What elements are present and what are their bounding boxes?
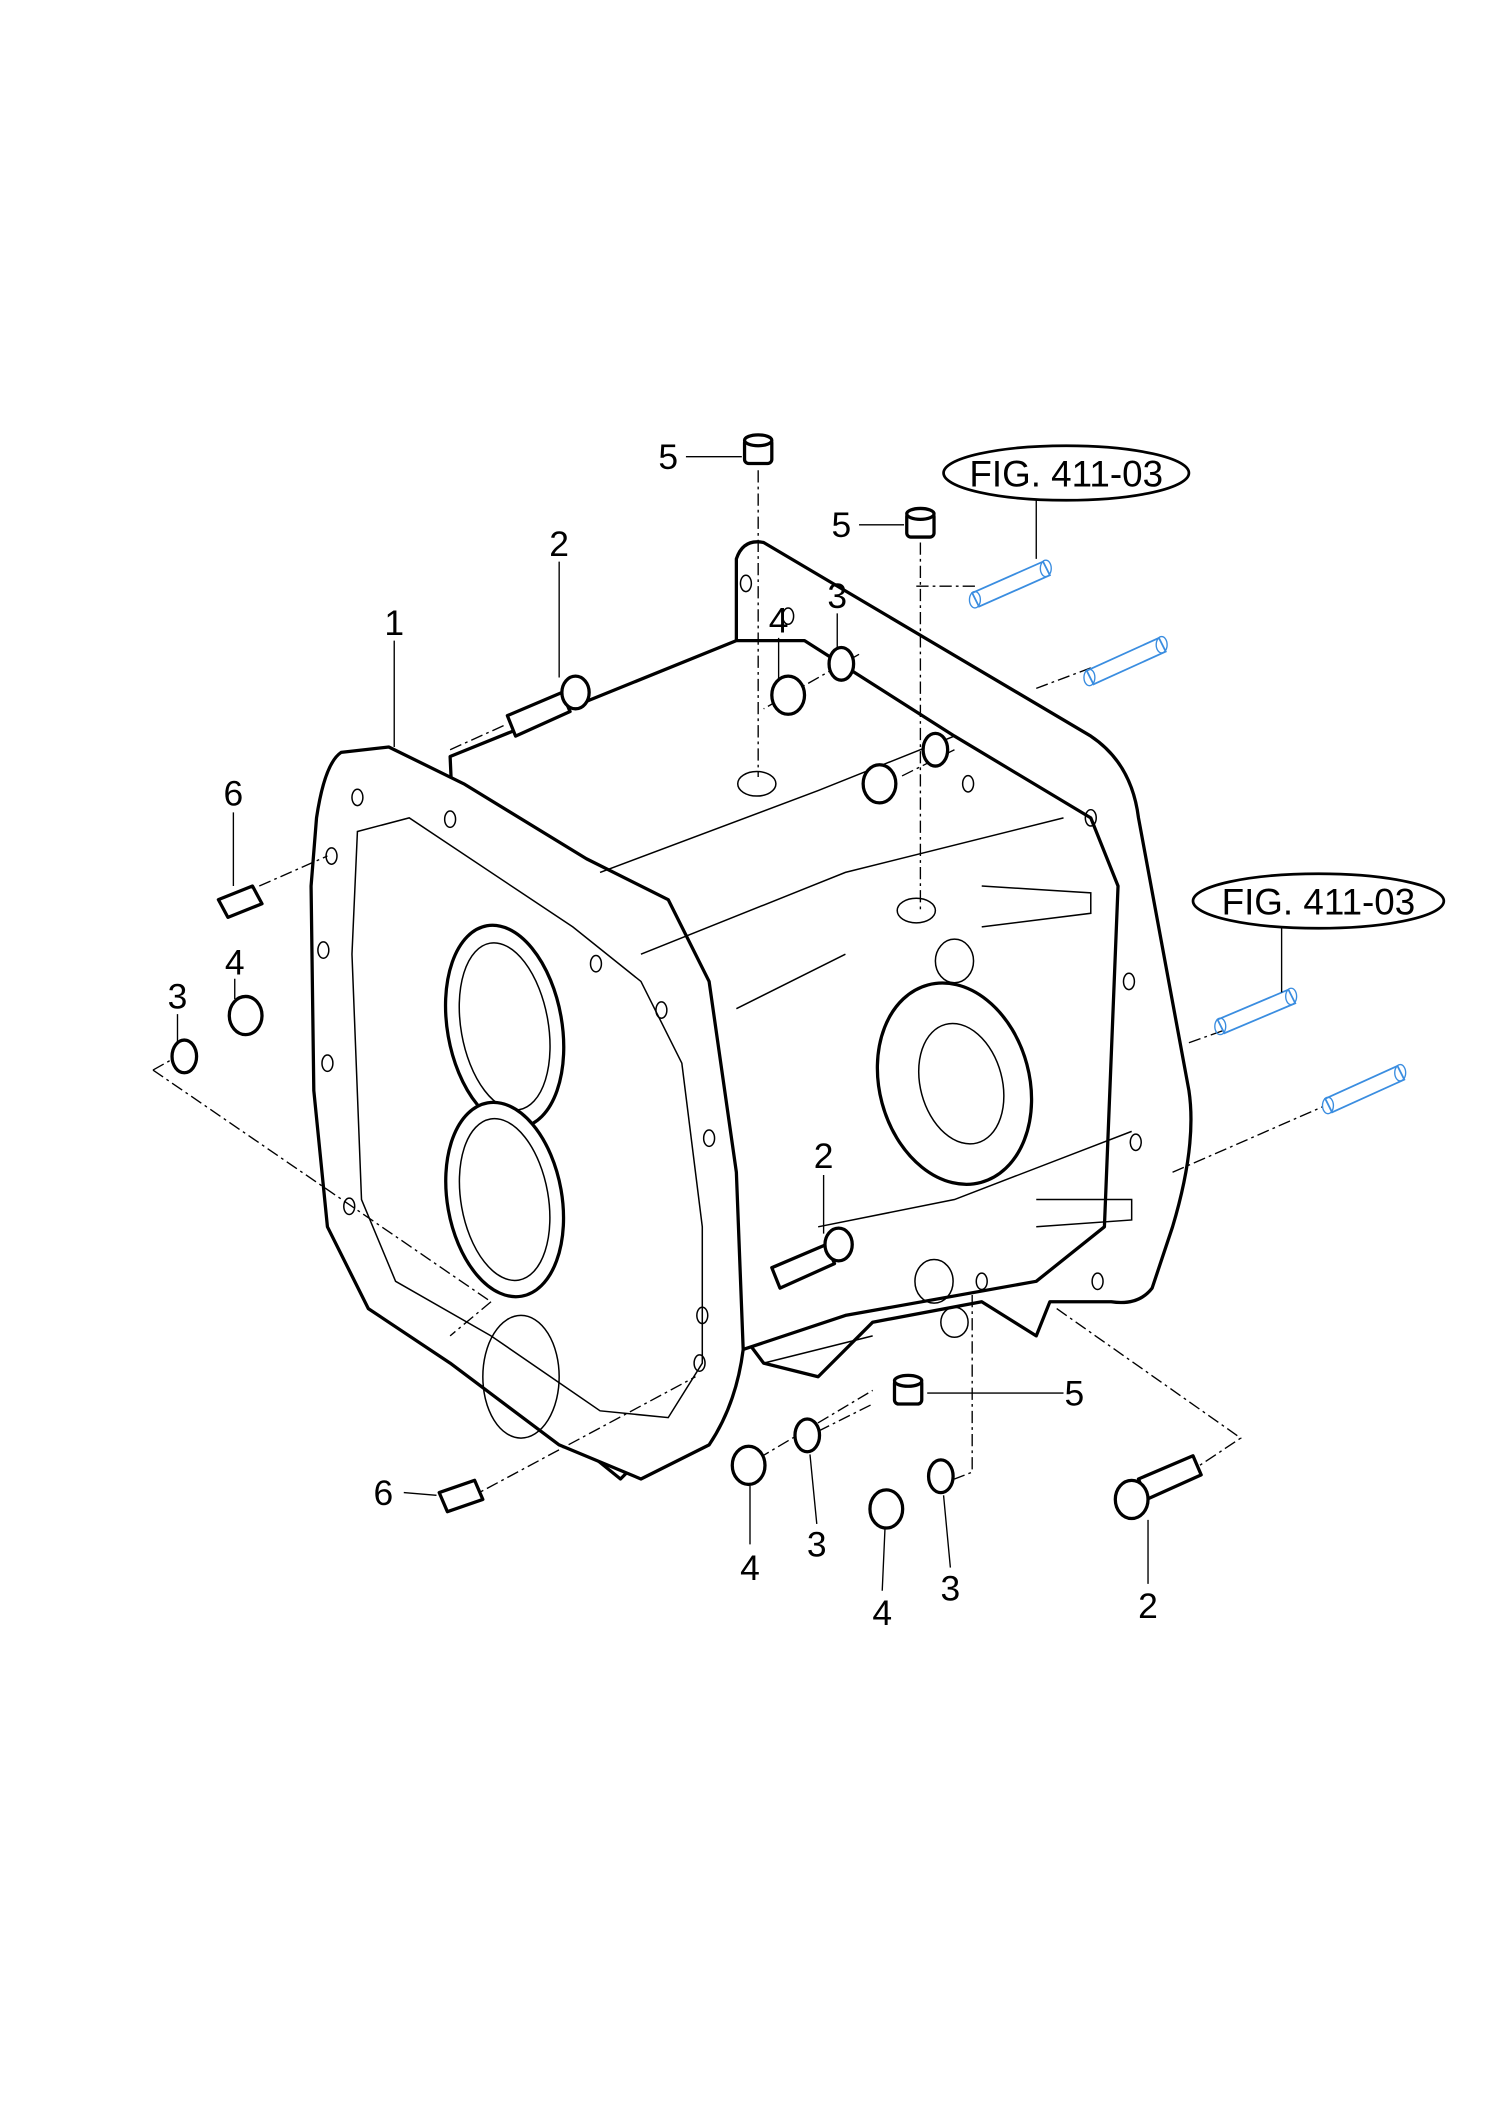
callout-4: 4 (740, 1548, 760, 1588)
callout-3: 3 (807, 1525, 827, 1565)
bolt-icon (770, 1226, 854, 1290)
callout-3: 3 (941, 1568, 961, 1608)
stud-2 (1083, 635, 1168, 687)
plug-icon (742, 433, 774, 466)
callout-2: 2 (549, 524, 569, 564)
plug-icon (892, 1373, 924, 1406)
fig-ref-411-03-top[interactable]: FIG. 411-03 (942, 444, 1191, 502)
callout-5: 5 (658, 437, 678, 477)
callout-4: 4 (225, 943, 245, 983)
transmission-housing[interactable] (309, 540, 1193, 1481)
leader-lines (176, 455, 1283, 1591)
stud-3 (1214, 987, 1298, 1036)
bolt-icon (505, 674, 591, 738)
stud-4 (1321, 1063, 1407, 1115)
pin-icon (216, 884, 264, 920)
callout-6: 6 (224, 774, 244, 814)
callout-4: 4 (872, 1593, 892, 1633)
reference-studs (968, 559, 1407, 1115)
callout-6: 6 (373, 1473, 393, 1513)
fig-ref-411-03-right[interactable]: FIG. 411-03 (1191, 872, 1446, 930)
callout-4: 4 (769, 600, 789, 640)
pin-icon (437, 1478, 485, 1514)
assembly-lines (152, 470, 1323, 1501)
callout-2: 2 (814, 1136, 834, 1176)
plug-icon (905, 506, 936, 539)
callouts: 1 2 2 2 3 3 3 3 4 4 4 4 5 5 5 6 6 (168, 437, 1158, 1633)
callout-1: 1 (384, 603, 404, 643)
callout-2: 2 (1138, 1586, 1158, 1626)
callout-3: 3 (827, 576, 847, 616)
fig-ref-label[interactable]: FIG. 411-03 (1222, 882, 1416, 923)
fig-ref-label[interactable]: FIG. 411-03 (969, 454, 1163, 495)
washer-icon (170, 645, 955, 1495)
callout-5: 5 (1065, 1373, 1085, 1413)
nut-icon (227, 674, 905, 1530)
callout-5: 5 (831, 505, 851, 545)
stud-1 (968, 559, 1052, 609)
parts (170, 433, 1203, 1530)
bolt-icon (1113, 1454, 1203, 1521)
callout-3: 3 (168, 977, 188, 1017)
